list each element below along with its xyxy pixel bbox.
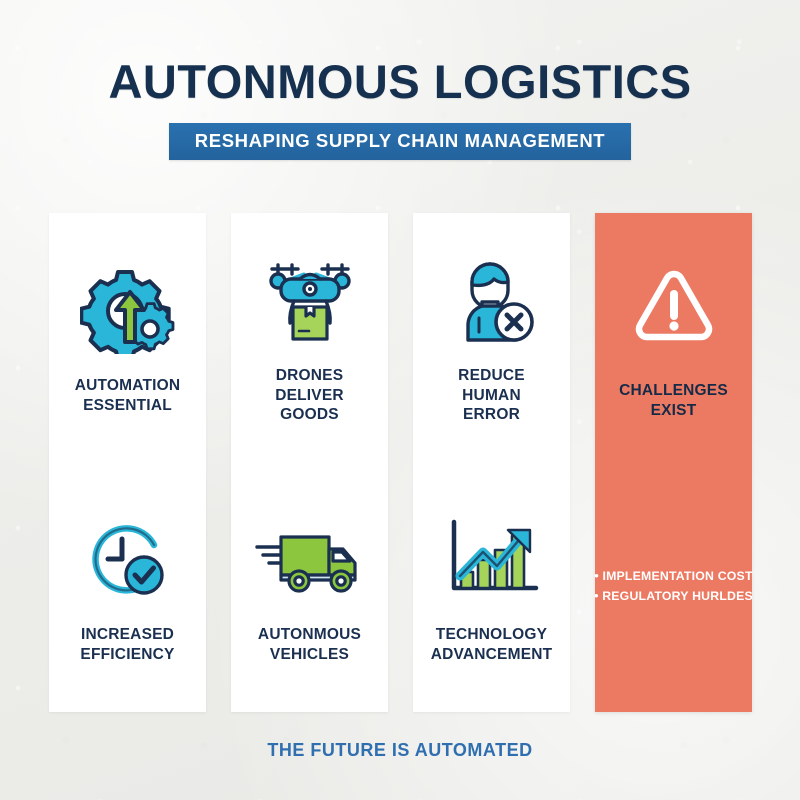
cell-automation-essential: AUTOMATION ESSENTIAL xyxy=(49,213,206,462)
delivery-truck-icon xyxy=(254,509,365,609)
challenges-bullets-wrap: IMPLEMENTATION COST REGULATORY HURLDES xyxy=(594,462,753,711)
card-drones: DRONES DELIVER GOODS xyxy=(231,213,388,712)
cell-technology-advancement: TECHNOLOGY ADVANCEMENT xyxy=(413,462,570,711)
warning-triangle-icon xyxy=(628,255,720,355)
cell-label: AUTONMOUS VEHICLES xyxy=(257,625,362,663)
challenges-label: CHALLENGES EXIST xyxy=(619,381,728,419)
page-title: AUTONMOUS LOGISTICS xyxy=(108,55,692,108)
footer-text: THE FUTURE IS AUTOMATED xyxy=(267,740,533,760)
subtitle-banner: RESHAPING SUPPLY CHAIN MANAGEMENT xyxy=(168,123,632,160)
cell-increased-efficiency: INCREASED EFFICIENCY xyxy=(49,462,206,711)
drone-package-icon xyxy=(258,250,362,350)
gear-arrow-icon xyxy=(79,260,176,360)
clock-check-icon xyxy=(82,509,174,609)
list-item: REGULATORY HURLDES xyxy=(594,587,753,606)
challenges-bullet-list: IMPLEMENTATION COST REGULATORY HURLDES xyxy=(594,567,753,605)
cell-autonomous-vehicles: AUTONMOUS VEHICLES xyxy=(231,462,388,711)
footer: THE FUTURE IS AUTOMATED xyxy=(0,740,800,761)
cell-reduce-human-error: REDUCE HUMAN ERROR xyxy=(413,213,570,462)
cell-label: INCREASED EFFICIENCY xyxy=(80,625,175,663)
card-challenges: CHALLENGES EXIST IMPLEMENTATION COST REG… xyxy=(594,213,753,712)
person-x-icon xyxy=(446,250,538,350)
header: AUTONMOUS LOGISTICS RESHAPING SUPPLY CHA… xyxy=(0,58,800,160)
cell-label: DRONES DELIVER GOODS xyxy=(275,366,344,424)
card-automation: AUTOMATION ESSENTIAL xyxy=(49,213,206,712)
cards-row: AUTOMATION ESSENTIAL xyxy=(49,213,753,712)
cell-challenges-exist: CHALLENGES EXIST xyxy=(595,213,752,462)
cell-label: TECHNOLOGY ADVANCEMENT xyxy=(430,625,553,663)
cell-label: REDUCE HUMAN ERROR xyxy=(458,366,525,424)
cell-label: AUTOMATION ESSENTIAL xyxy=(74,376,181,414)
cell-drones-deliver-goods: DRONES DELIVER GOODS xyxy=(231,213,388,462)
list-item: IMPLEMENTATION COST xyxy=(594,567,753,586)
growth-chart-icon xyxy=(440,509,544,609)
card-human-error: REDUCE HUMAN ERROR xyxy=(413,213,570,712)
